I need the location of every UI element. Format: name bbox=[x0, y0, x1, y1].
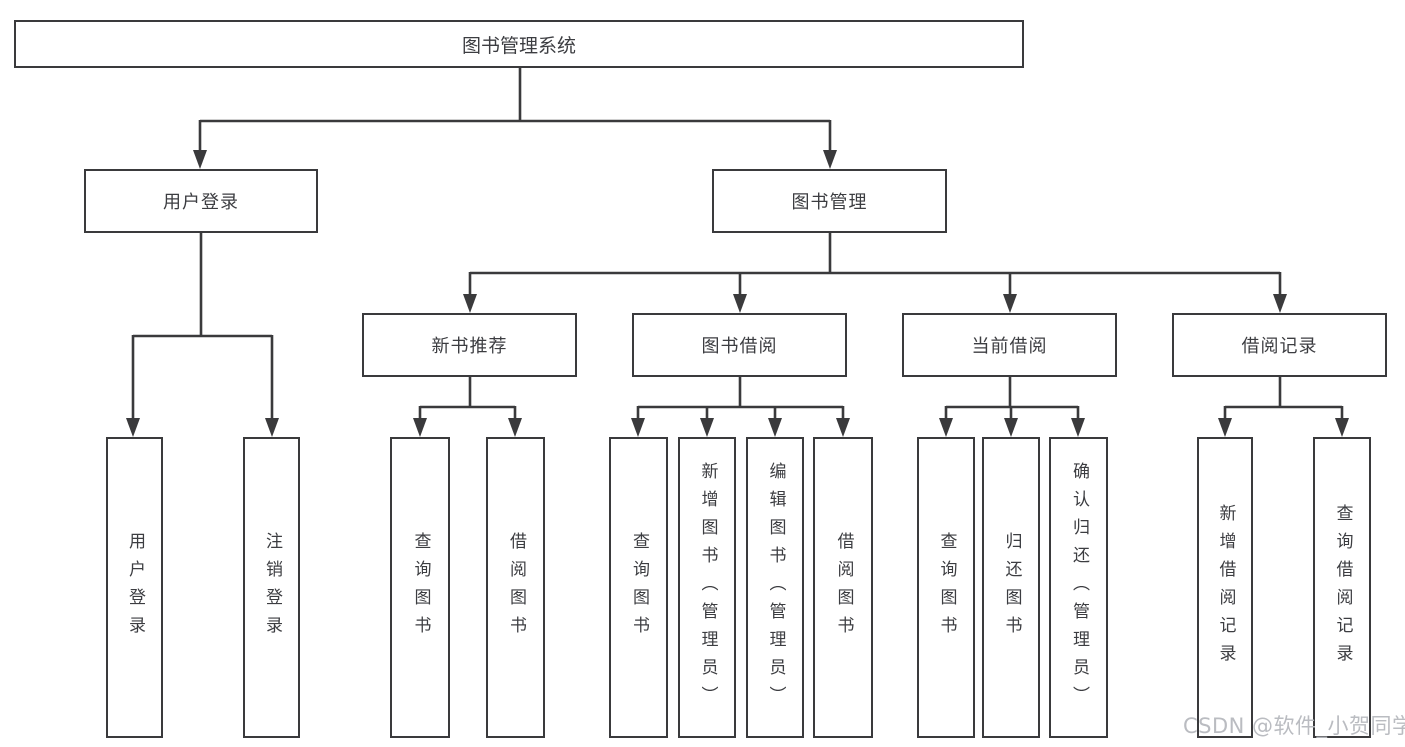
leaf-query-books-current-label: 查询图书 bbox=[936, 531, 957, 644]
leaf-borrow-books: 借阅图书 bbox=[813, 437, 873, 738]
leaf-user-login: 用户登录 bbox=[106, 437, 163, 738]
leaf-logout-label: 注销登录 bbox=[262, 531, 282, 644]
leaf-add-borrow-record: 新增借阅记录 bbox=[1197, 437, 1253, 738]
leaf-query-books-borrow: 查询图书 bbox=[609, 437, 668, 738]
leaf-query-books-current: 查询图书 bbox=[917, 437, 975, 738]
leaf-add-borrow-record-label: 新增借阅记录 bbox=[1215, 503, 1236, 672]
leaf-add-books-admin-label: 新增图书（管理员） bbox=[697, 461, 718, 714]
leaf-query-books-borrow-label: 查询图书 bbox=[629, 531, 649, 644]
csdn-watermark: CSDN @软件_小贺同学 bbox=[1183, 714, 1405, 738]
leaf-confirm-return-admin: 确认归还（管理员） bbox=[1049, 437, 1108, 738]
leaf-borrow-books-recommend: 借阅图书 bbox=[486, 437, 545, 738]
leaf-edit-books-admin: 编辑图书（管理员） bbox=[746, 437, 804, 738]
node-book-management: 图书管理 bbox=[712, 169, 947, 233]
leaf-borrow-books-label: 借阅图书 bbox=[833, 531, 854, 644]
leaf-add-books-admin: 新增图书（管理员） bbox=[678, 437, 736, 738]
leaf-query-borrow-record-label: 查询借阅记录 bbox=[1332, 503, 1353, 672]
edge-book-management-children bbox=[463, 233, 1287, 313]
edge-book-borrow-children bbox=[631, 377, 850, 437]
leaf-borrow-books-recommend-label: 借阅图书 bbox=[506, 531, 526, 644]
edge-current-borrow-children bbox=[939, 377, 1085, 437]
leaf-user-login-label: 用户登录 bbox=[125, 531, 145, 644]
node-book-borrow: 图书借阅 bbox=[632, 313, 847, 377]
node-library-management-system: 图书管理系统 bbox=[14, 20, 1024, 68]
leaf-edit-books-admin-label: 编辑图书（管理员） bbox=[765, 461, 786, 714]
node-user-login: 用户登录 bbox=[84, 169, 318, 233]
leaf-query-borrow-record: 查询借阅记录 bbox=[1313, 437, 1371, 738]
edge-root-to-level1 bbox=[193, 68, 837, 169]
node-new-book-recommend: 新书推荐 bbox=[362, 313, 577, 377]
leaf-return-books-label: 归还图书 bbox=[1001, 531, 1022, 644]
leaf-return-books: 归还图书 bbox=[982, 437, 1040, 738]
edge-user-login-children bbox=[126, 233, 279, 437]
edge-new-book-recommend-children bbox=[413, 377, 522, 437]
leaf-query-books-recommend-label: 查询图书 bbox=[410, 531, 431, 644]
node-borrow-records: 借阅记录 bbox=[1172, 313, 1387, 377]
leaf-query-books-recommend: 查询图书 bbox=[390, 437, 450, 738]
leaf-logout: 注销登录 bbox=[243, 437, 300, 738]
leaf-confirm-return-admin-label: 确认归还（管理员） bbox=[1069, 461, 1089, 714]
edge-borrow-records-children bbox=[1218, 377, 1349, 437]
node-current-borrow: 当前借阅 bbox=[902, 313, 1117, 377]
